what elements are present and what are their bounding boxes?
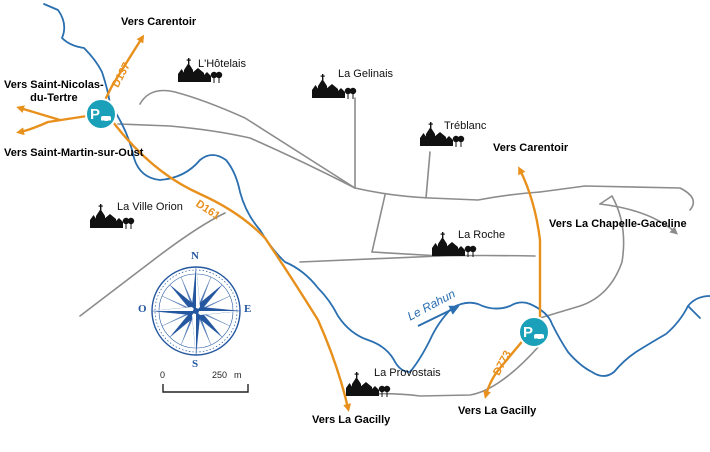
place-label-hotelais: L'Hôtelais — [198, 58, 246, 70]
destination-gacilly-se: Vers La Gacilly — [458, 405, 537, 417]
scale-start: 0 — [160, 370, 166, 380]
place-label-roche: La Roche — [458, 229, 506, 241]
scale-end: 250 — [212, 370, 228, 380]
river-flow-arrow — [417, 305, 460, 327]
svg-text:P: P — [523, 324, 533, 341]
compass-north: N — [191, 250, 199, 262]
compass-south: S — [192, 358, 199, 370]
svg-text:P: P — [90, 106, 100, 123]
river-rahun — [43, 3, 710, 377]
destination-saint-nicolas: Vers Saint-Nicolas- du-Tertre — [4, 79, 104, 104]
compass-rose-icon — [151, 266, 241, 356]
main-roads — [16, 34, 542, 412]
parking-icon: P — [85, 98, 117, 130]
place-label-treblanc: Tréblanc — [444, 120, 487, 132]
compass-east: E — [244, 303, 252, 315]
destination-chapelle-gaceline: Vers La Chapelle-Gaceline — [549, 218, 687, 230]
destination-saint-martin: Vers Saint-Martin-sur-Oust — [4, 147, 144, 159]
place-label-gelinais: La Gelinais — [338, 68, 394, 80]
place-label-ville-orion: La Ville Orion — [117, 201, 183, 213]
place-label-provostais: La Provostais — [374, 367, 441, 379]
destination-carentoir-e: Vers Carentoir — [493, 142, 569, 154]
parking-icon: P — [518, 316, 550, 348]
scale-unit: m — [234, 370, 242, 380]
destination-gacilly-s: Vers La Gacilly — [312, 414, 391, 426]
scale-bar — [162, 384, 249, 393]
compass-west: O — [138, 303, 147, 315]
destination-carentoir-nw: Vers Carentoir — [121, 16, 197, 28]
